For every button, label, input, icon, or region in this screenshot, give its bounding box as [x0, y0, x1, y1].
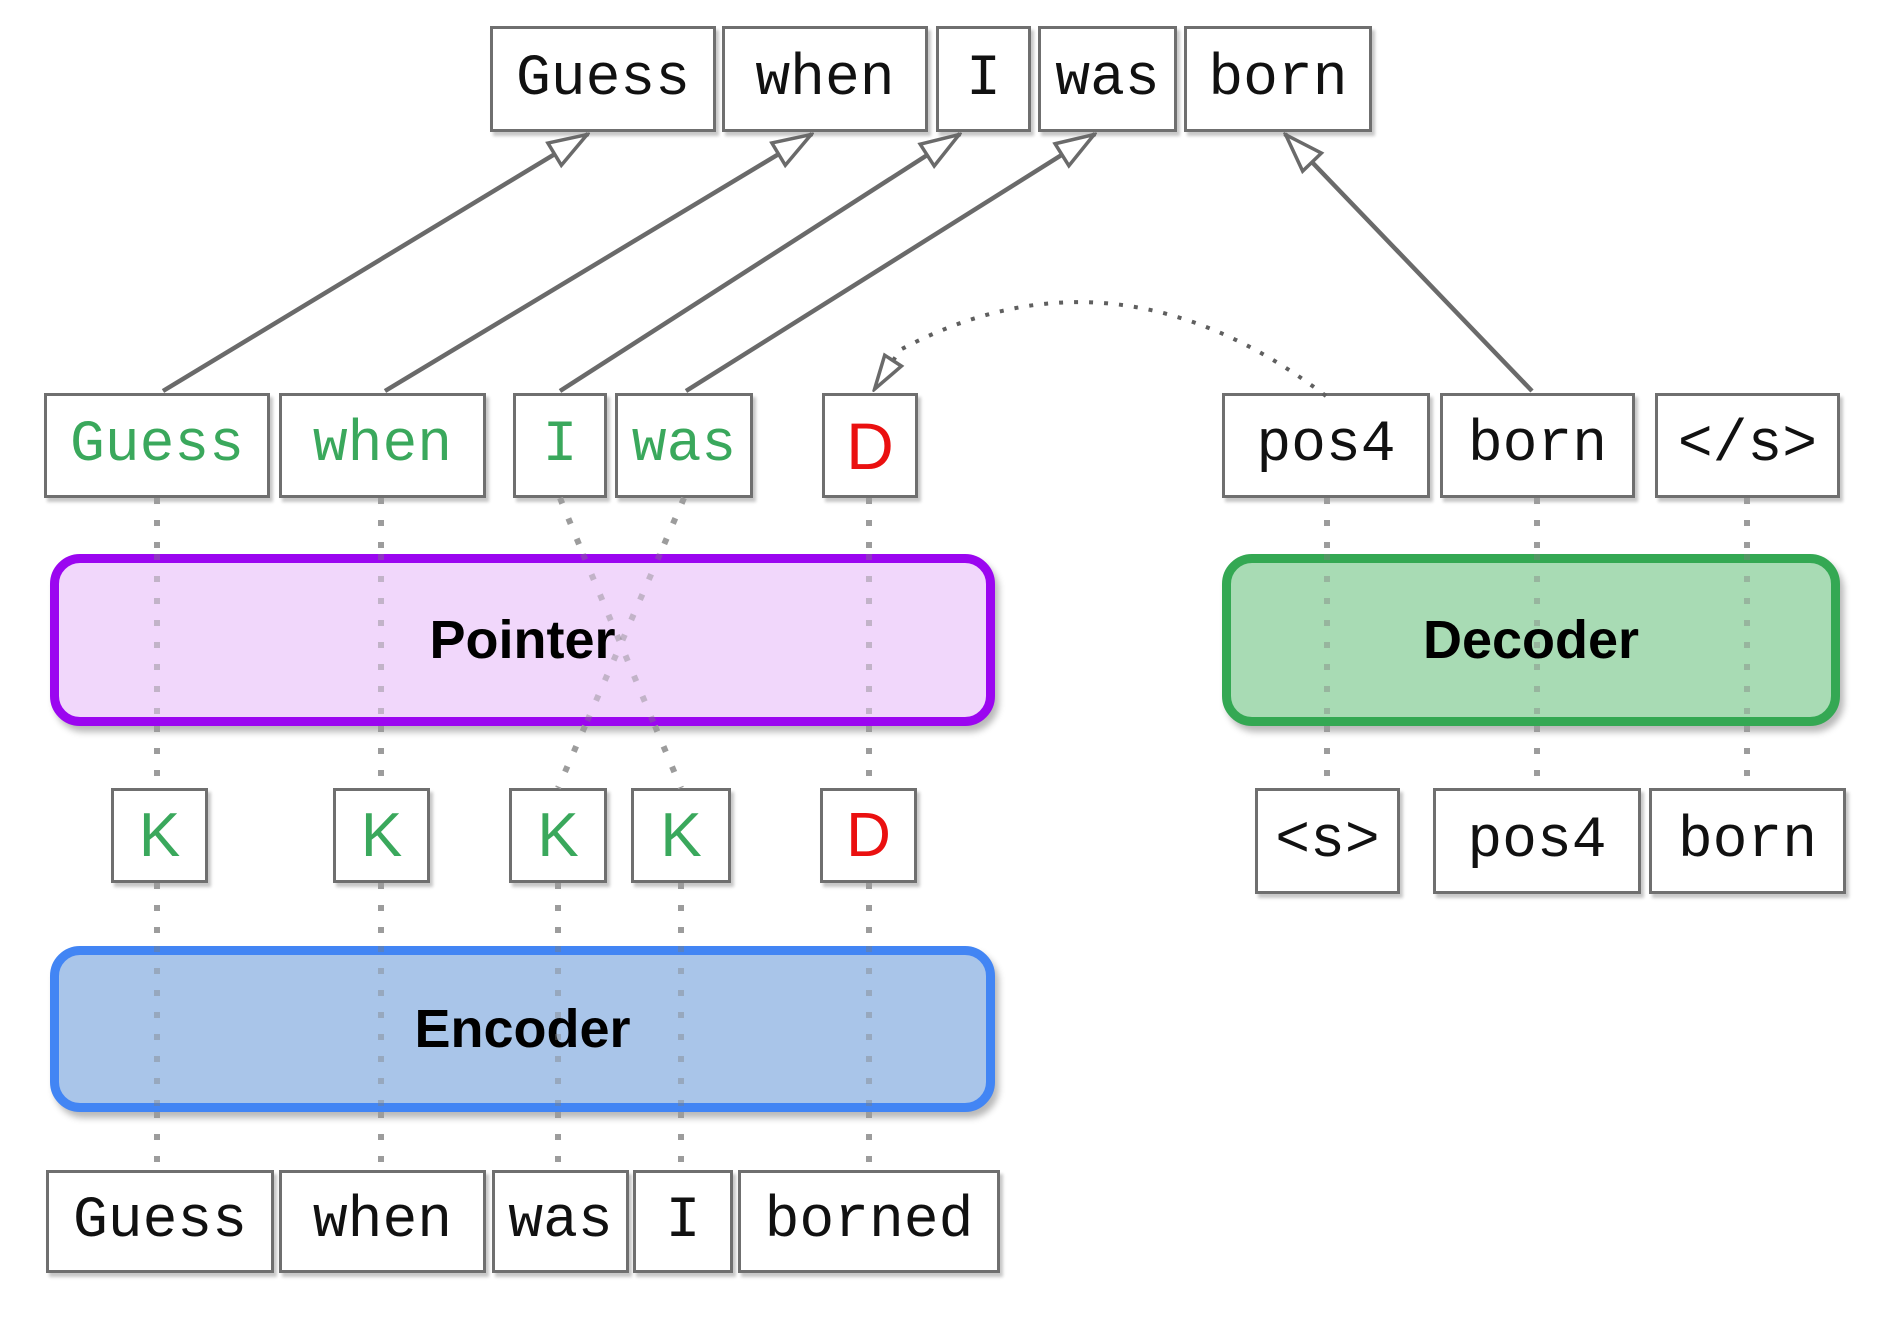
pointer-output-token-was: was	[615, 393, 753, 498]
input-token-was: was	[492, 1170, 629, 1273]
pointer-output-token-when: when	[279, 393, 486, 498]
final-output-token-guess: Guess	[490, 26, 716, 132]
pointer-arrows	[161, 134, 1534, 393]
decoder-output-token-pos4: pos4	[1222, 393, 1430, 498]
final-output-token-born: born	[1184, 26, 1372, 132]
key-delete-marker: D	[820, 788, 917, 883]
input-token-i: I	[633, 1170, 733, 1273]
decoder-input-token-bos: <s>	[1255, 788, 1400, 894]
pointer-output-delete-marker: D	[822, 393, 918, 498]
key-box-3: K	[509, 788, 607, 883]
key-box-4: K	[631, 788, 731, 883]
cross-line-was	[657, 496, 687, 556]
input-token-borned: borned	[738, 1170, 1000, 1273]
final-output-token-when: when	[722, 26, 928, 132]
decoder-input-token-pos4: pos4	[1433, 788, 1641, 894]
pointer-block: Pointer	[50, 554, 995, 726]
arrow-i	[558, 134, 960, 393]
key-box-2: K	[333, 788, 430, 883]
decoder-output-token-born: born	[1440, 393, 1635, 498]
arrow-guess	[161, 134, 588, 393]
pointer-output-token-guess: Guess	[44, 393, 270, 498]
arrow-born	[1285, 134, 1534, 393]
final-output-token-i: I	[936, 26, 1031, 132]
arrow-when	[383, 134, 812, 393]
decoder-block: Decoder	[1222, 554, 1840, 726]
cross-line-i	[557, 496, 586, 556]
arrow-was	[684, 134, 1095, 393]
decoder-input-token-born: born	[1649, 788, 1846, 894]
input-token-when: when	[279, 1170, 486, 1273]
pointer-output-token-i: I	[513, 393, 607, 498]
encoder-block: Encoder	[50, 946, 995, 1112]
copy-arc-pos4-to-d	[874, 300, 1328, 398]
decoder-output-token-eos: </s>	[1655, 393, 1840, 498]
final-output-token-was: was	[1038, 26, 1177, 132]
input-token-guess: Guess	[46, 1170, 274, 1273]
key-box-1: K	[111, 788, 208, 883]
